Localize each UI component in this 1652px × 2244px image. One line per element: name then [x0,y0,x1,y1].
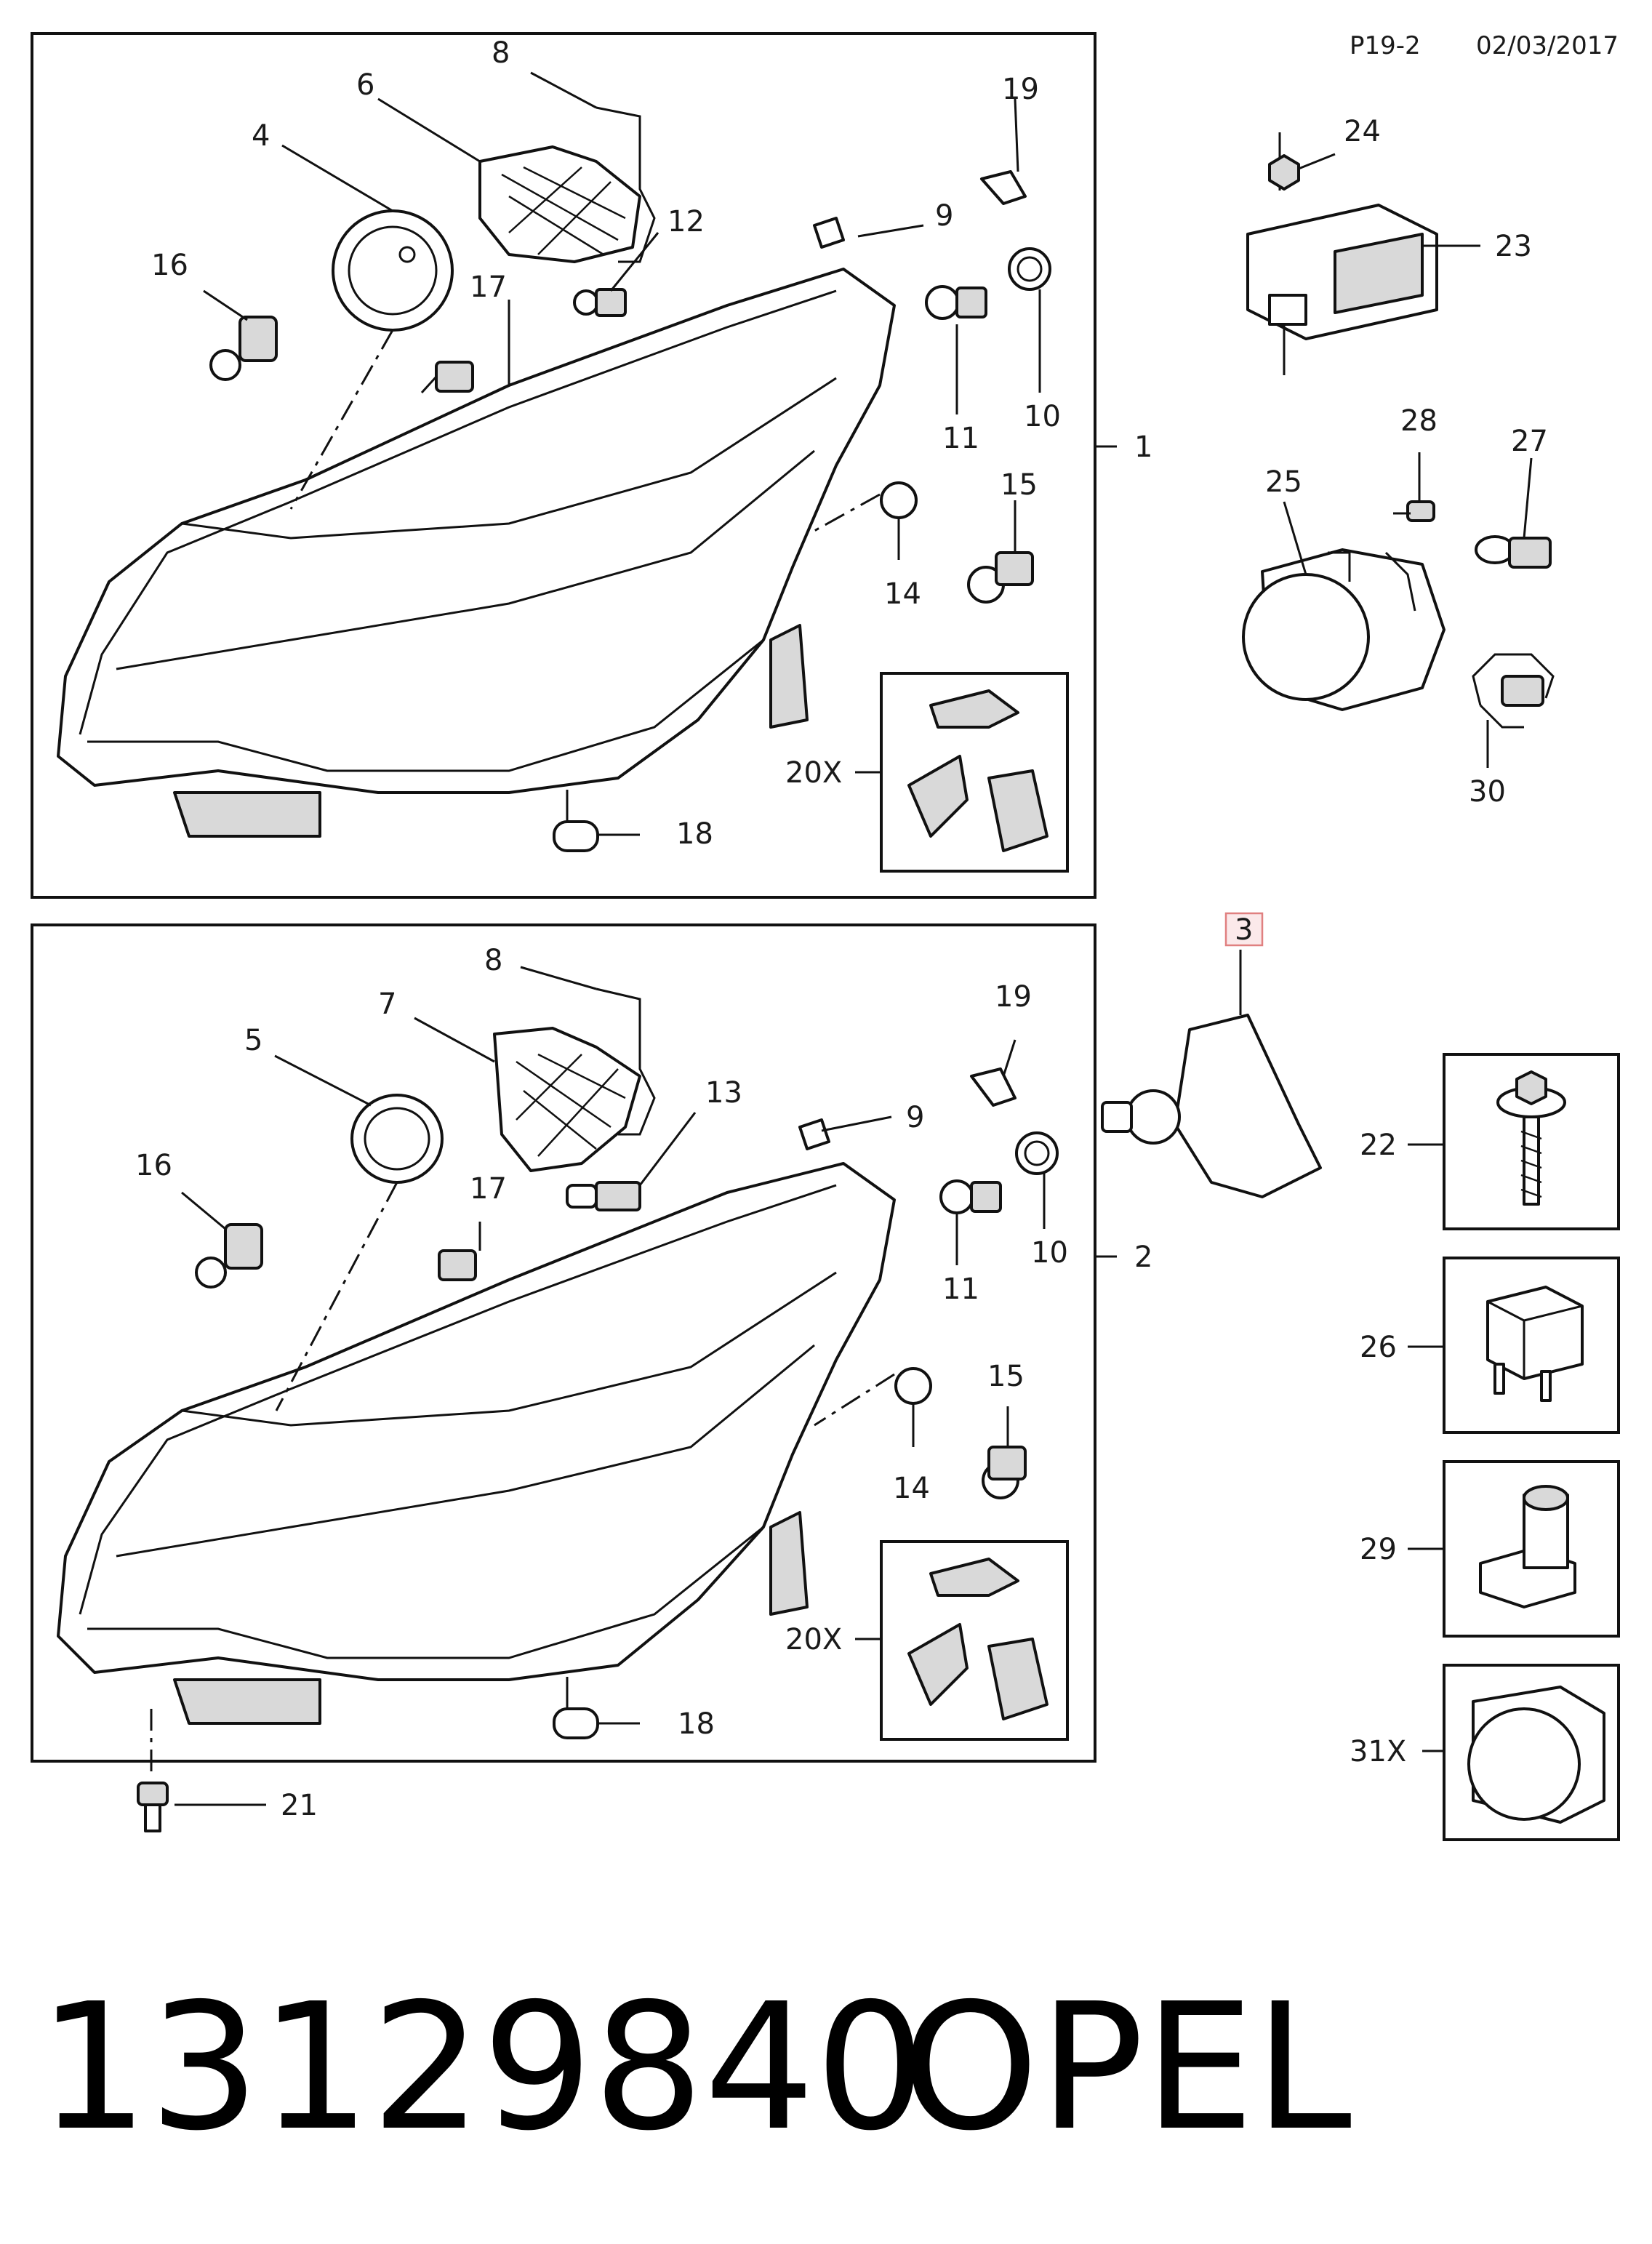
callout-u14: 14 [884,577,921,611]
callout-l19: 19 [995,980,1032,1014]
screw-icon [1393,452,1435,522]
callout-l16: 16 [135,1149,172,1182]
relay-icon [1486,1286,1584,1402]
callout-r30: 30 [1469,775,1506,809]
callout-r23: 23 [1495,230,1532,263]
callout-u20x: 20X [785,756,842,790]
bulb-socket-icon [1008,247,1051,291]
screw-icon [1496,1070,1566,1206]
bulb-icon [939,1179,1002,1214]
callout-l10: 10 [1031,1236,1068,1270]
headlamp-icon [57,1162,896,1725]
bulb-socket-icon [438,1249,477,1281]
bulb-socket-icon [970,1067,1017,1107]
upper-leaders [203,71,1041,836]
callout-r28: 28 [1400,404,1438,438]
fog-lamp-icon [1242,548,1446,711]
callout-r31x: 31X [1350,1735,1406,1768]
bulb-icon [195,1223,263,1289]
nut-icon [1268,154,1300,191]
callout-r29: 29 [1360,1533,1397,1566]
callout-3: 3 [1235,913,1253,947]
callout-l13: 13 [705,1076,742,1110]
clip-icon [813,217,845,249]
brand-name: OPEL [902,1965,1352,2169]
lower-clip-kit-box: 20X [785,1540,1069,1741]
callout-u9: 9 [935,199,953,233]
callout-l21: 21 [281,1789,318,1822]
callout-r27: 27 [1511,425,1548,458]
callout-l14: 14 [893,1472,930,1505]
callout-r22: 22 [1360,1129,1397,1162]
callout-u16: 16 [151,249,188,282]
callout-l8: 8 [484,944,502,977]
callout-u11: 11 [942,422,979,455]
callout-u10: 10 [1024,400,1061,433]
callout-r24: 24 [1344,115,1381,148]
ventilation-grille-icon [493,1027,641,1172]
dust-cap-icon [332,209,454,332]
page-ref: P19-2 [1350,31,1421,60]
upper-clip-kit-box: 20X [785,672,1069,873]
part-number: 13129840 [38,1965,926,2169]
bulb-icon [1475,457,1552,569]
callout-l20x: 20X [785,1623,842,1656]
control-module-icon [1246,132,1480,375]
callout-u15: 15 [1001,468,1038,502]
callout-l9: 9 [906,1101,924,1134]
bulb-icon [209,316,278,381]
wiring-clip-icon [596,106,656,263]
bulb-socket-icon [980,170,1027,205]
bulb-socket-icon [1015,1131,1059,1175]
callout-l17: 17 [470,1172,507,1206]
connector-clip-icon [1479,1485,1576,1608]
headlamp-icon [57,268,896,838]
callout-u4: 4 [252,119,270,153]
bulb-socket-icon [967,551,1034,604]
relay-box: 26 [1360,1257,1620,1434]
screw-box: 22 [1360,1053,1620,1230]
callout-u17: 17 [470,271,507,304]
bulb-icon [880,481,918,519]
callout-r26: 26 [1360,1331,1397,1364]
callout-l7: 7 [378,987,396,1021]
callout-u6: 6 [356,68,374,102]
wiring-harness-icon [1472,653,1555,768]
wiring-clip-icon [596,987,656,1136]
bulb-icon [573,288,627,317]
grommet-icon [553,1707,599,1739]
grommet-icon [553,820,599,852]
upper-assembly-frame: 1 [31,32,1152,899]
screw-icon: 21 [137,1709,318,1832]
bulb-icon [566,1181,641,1211]
callout-l15: 15 [987,1360,1025,1393]
callout-1: 1 [1134,430,1152,464]
lower-assembly-frame: 2 [31,923,1152,1763]
callout-r25: 25 [1265,465,1302,499]
callout-u8: 8 [492,36,510,70]
dust-cap-icon [350,1094,444,1184]
callout-u19: 19 [1002,73,1039,106]
leveling-motor-icon [1101,950,1322,1198]
bulb-icon [925,285,987,320]
bulb-socket-icon [982,1446,1027,1499]
callout-l11: 11 [942,1273,979,1306]
callout-u12: 12 [667,205,705,239]
fog-lamp-box: 31X [1350,1664,1620,1841]
diagram-date: 02/03/2017 [1476,31,1619,60]
callout-l5: 5 [244,1024,262,1057]
bulb-icon [894,1367,932,1405]
callout-u18: 18 [676,817,713,851]
fog-lamp-icon [1467,1686,1605,1824]
ventilation-grille-icon [478,145,641,263]
clip-icon [798,1118,830,1150]
bulb-socket-icon [420,361,474,394]
highlighted-callout-box [1224,912,1264,947]
clip-box: 29 [1360,1460,1620,1638]
lower-leaders [181,966,1046,1725]
callout-l18: 18 [678,1707,715,1741]
callout-2: 2 [1134,1241,1152,1274]
